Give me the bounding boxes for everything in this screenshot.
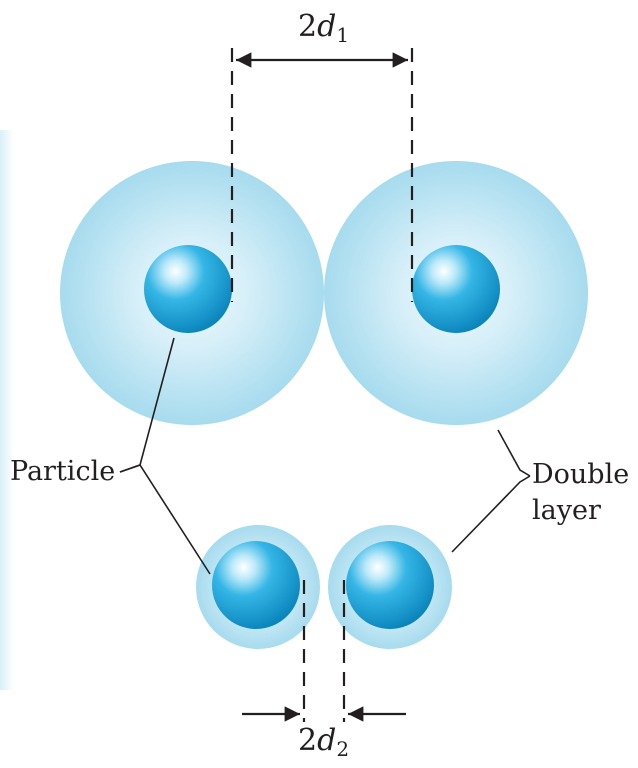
double-layer-label-line2: layer	[532, 495, 601, 526]
particle-label: Particle	[10, 456, 116, 487]
particle-bottom-left	[212, 541, 300, 629]
bottom-distance-label: 2d2	[298, 724, 349, 766]
bottom-distance-subscript: 2	[336, 737, 350, 761]
edge-glow	[0, 130, 14, 690]
particle-bottom-right	[346, 541, 434, 629]
particle-top-right	[412, 245, 500, 333]
double-layer-leader-bottom	[451, 475, 531, 553]
double-layer-label-line1: Double	[532, 459, 630, 490]
particle-top-left	[144, 245, 232, 333]
bottom-distance-prefix: 2	[298, 723, 318, 758]
top-distance-variable: d	[317, 9, 337, 44]
particle-leader-bottom	[119, 464, 211, 575]
double-layer-leader-top	[497, 429, 531, 477]
bottom-distance-variable: d	[317, 723, 337, 758]
top-distance-subscript: 1	[336, 23, 350, 47]
top-distance-label: 2d1	[298, 10, 349, 52]
top-distance-prefix: 2	[298, 9, 318, 44]
